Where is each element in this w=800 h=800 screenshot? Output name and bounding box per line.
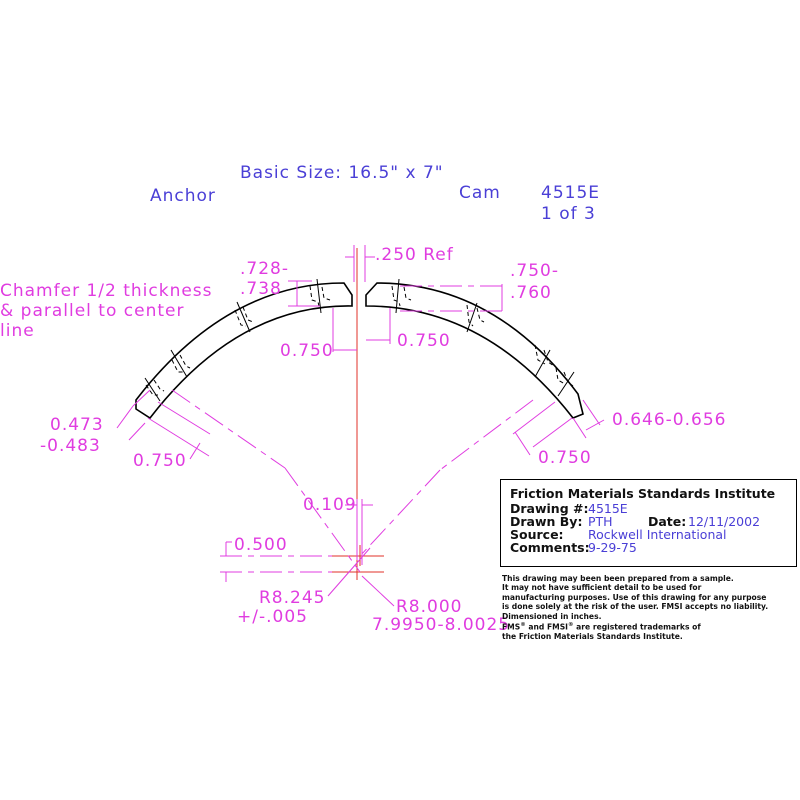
comments-value: 9-29-75 [588, 540, 637, 555]
svg-text:.738: .738 [240, 279, 282, 299]
organization-name: Friction Materials Standards Institute [510, 486, 776, 501]
trademark-line: FMS® and FMSI® are registered trademarks… [502, 622, 701, 632]
svg-text:7.9950-8.0025: 7.9950-8.0025 [372, 615, 510, 635]
disclaimer-text: This drawing may been been prepared from… [502, 574, 800, 641]
anchor-lining-shoe [135, 278, 353, 420]
date-field-label: Date: [648, 514, 687, 529]
left-thickness-dimension: .728- .738 [240, 259, 320, 307]
svg-text:0.750: 0.750 [133, 451, 187, 471]
chamfer-note-line2: & parallel to center [0, 301, 184, 321]
svg-text:.750-: .750- [510, 261, 559, 281]
svg-text:0.109: 0.109 [303, 495, 357, 515]
date-value: 12/11/2002 [688, 514, 761, 529]
svg-text:0.750: 0.750 [280, 341, 334, 361]
cam-label: Cam [459, 183, 501, 203]
right-end-dimension: 0.646-0.656 0.750 [359, 399, 726, 557]
svg-text:0.750: 0.750 [397, 331, 451, 351]
svg-text:0.646-0.656: 0.646-0.656 [612, 410, 726, 430]
svg-text:R8.000: R8.000 [396, 597, 462, 617]
comments-field-label: Comments: [510, 540, 590, 555]
radius-dimensions: R8.245 +/-.005 R8.000 7.9950-8.0025 [237, 547, 510, 635]
right-thickness-dimension: .750- .760 [400, 261, 559, 312]
svg-text:0.473: 0.473 [50, 415, 104, 435]
drawing-number-field-label: Drawing #: [510, 501, 589, 516]
svg-text:.728-: .728- [240, 259, 289, 279]
gap-ref-dimension: .250 Ref [345, 245, 454, 282]
title-block: Friction Materials Standards Institute D… [500, 479, 797, 567]
drawn-by-value: PTH [588, 514, 613, 529]
chamfer-note-line3: line [0, 321, 35, 341]
basic-size-label: Basic Size: 16.5" x 7" [240, 163, 444, 183]
drawn-by-field-label: Drawn By: [510, 514, 583, 529]
left-end-dimension: 0.473 -0.483 0.750 [40, 389, 361, 573]
right-inner-offset-dimension: 0.750 [366, 308, 451, 351]
left-inner-offset-dimension: 0.750 [280, 308, 357, 361]
svg-text:.760: .760 [510, 283, 552, 303]
svg-text:-0.483: -0.483 [40, 436, 101, 456]
sheet-label: 1 of 3 [541, 204, 596, 224]
drawing-number-value: 4515E [588, 501, 628, 516]
svg-text:0.750: 0.750 [538, 448, 592, 468]
svg-text:+/-.005: +/-.005 [237, 607, 308, 627]
drawing-number-label: 4515E [541, 183, 600, 203]
center-offset-dimension: 0.109 0.500 [220, 495, 373, 582]
chamfer-note-line1: Chamfer 1/2 thickness [0, 281, 213, 301]
svg-text:R8.245: R8.245 [259, 588, 325, 608]
source-value: Rockwell International [588, 527, 727, 542]
gap-ref-label: .250 Ref [375, 245, 454, 265]
anchor-label: Anchor [150, 186, 216, 206]
source-field-label: Source: [510, 527, 564, 542]
svg-text:0.500: 0.500 [234, 535, 288, 555]
